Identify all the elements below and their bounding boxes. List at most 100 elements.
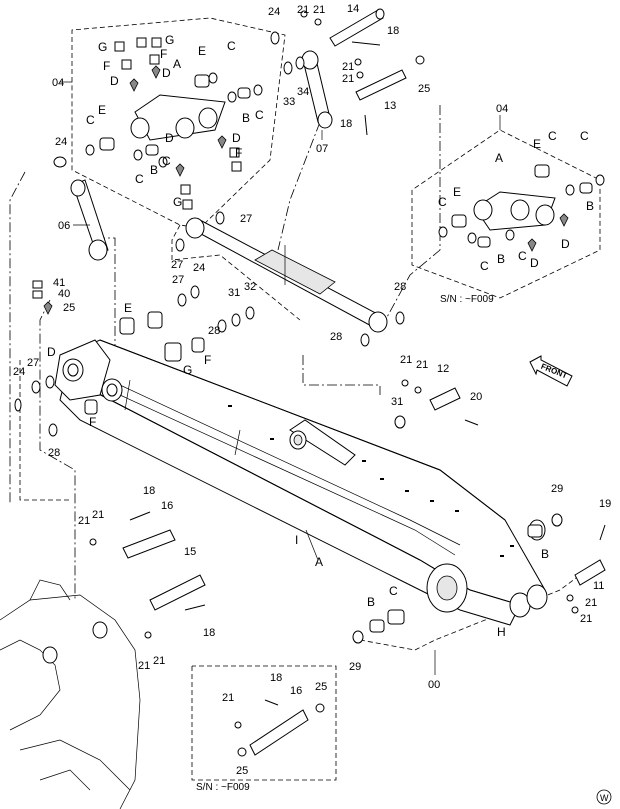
pin-12 — [429, 387, 461, 411]
label-C-1: C — [227, 39, 236, 53]
label-21-c: 21 — [342, 61, 354, 73]
bucket-outline — [0, 594, 141, 809]
seal-C-5 — [227, 91, 237, 103]
bracket-right-boss-1 — [473, 199, 493, 221]
label-14: 14 — [347, 3, 359, 15]
label-13: 13 — [384, 100, 396, 112]
label-D-2: D — [162, 66, 171, 80]
bushing-E-left — [99, 137, 115, 151]
pin-15 — [149, 574, 206, 611]
label-C-6: C — [548, 129, 557, 143]
label-B-head: B — [541, 547, 549, 561]
pin-16-bottom — [249, 709, 309, 756]
bracket-bore-inner — [293, 434, 303, 446]
grease-25-left — [43, 301, 53, 315]
label-H: H — [497, 625, 506, 639]
shim-31-right — [394, 415, 406, 429]
label-25-bottom-b: 25 — [236, 765, 248, 777]
label-33: 33 — [283, 96, 295, 108]
label-04-upper: 04 — [52, 77, 64, 89]
boom-top-edge — [99, 339, 506, 521]
link-06-eye-bottom — [88, 239, 108, 261]
nut-21-k — [234, 721, 242, 729]
fitting-G-4 — [182, 199, 193, 210]
label-C-4: C — [255, 108, 264, 122]
bushing-right-E-2 — [451, 214, 467, 228]
cylinder-head-eye — [185, 217, 205, 239]
bushing-right-B-2 — [579, 182, 593, 194]
label-21-i: 21 — [78, 515, 90, 527]
cap-41 — [32, 280, 43, 289]
link-06 — [70, 179, 109, 261]
pin-group-bottom-outline — [191, 665, 337, 781]
seal-right-C-1 — [438, 226, 448, 238]
seal-right-C-4 — [565, 184, 575, 196]
label-18-left: 18 — [143, 485, 155, 497]
label-21-l: 21 — [153, 655, 165, 667]
bushing-B-head — [527, 524, 543, 538]
nut-21-g — [566, 594, 574, 602]
fitting-40 — [32, 290, 43, 299]
bucket-pin-hole-2 — [92, 621, 108, 639]
label-21-f: 21 — [416, 359, 428, 371]
label-C-3: C — [135, 172, 144, 186]
group-00-outline — [19, 360, 70, 501]
fitting-G-2 — [136, 37, 147, 48]
boom-foot-bore-3 — [526, 584, 548, 610]
watermark-circle-icon — [596, 789, 612, 805]
group-04-upper-outline — [71, 17, 286, 229]
boom-head-bore-inner — [67, 363, 79, 377]
bracket-body — [134, 94, 226, 141]
pin-16-left — [122, 529, 176, 559]
shim-31-mid — [231, 313, 241, 327]
seal-right-C-3 — [505, 229, 515, 241]
front-arrow-icon — [529, 355, 573, 387]
shim-27-boom-head — [31, 380, 41, 394]
label-12: 12 — [437, 363, 449, 375]
bushing-B-foot — [369, 619, 385, 633]
grease-nipple-D-2 — [151, 65, 161, 79]
label-28-boom: 28 — [48, 447, 60, 459]
label-11: 11 — [593, 580, 604, 592]
grease-nipple-D-4 — [175, 163, 185, 177]
label-06: 06 — [58, 220, 70, 232]
boom-structure — [54, 339, 548, 626]
bracket-right-boss-2 — [510, 199, 530, 221]
shim-29-right — [551, 513, 563, 527]
leader-boom-top-chain — [39, 299, 76, 600]
label-27-boom: 27 — [27, 357, 39, 369]
group-00-outline-4 — [359, 639, 416, 651]
bushing-G-mid — [164, 342, 182, 362]
bracket-assembly-upper — [53, 31, 280, 210]
nut-21-i — [89, 538, 97, 546]
grease-right-D-1 — [527, 238, 537, 252]
leader-07-chain — [277, 121, 321, 251]
label-27-left: 27 — [171, 259, 183, 271]
boom-top-face — [64, 339, 546, 606]
label-21-m: 21 — [222, 692, 234, 704]
shim-28-lower — [360, 333, 370, 347]
label-07: 07 — [316, 143, 328, 155]
seal-C-4 — [253, 84, 263, 96]
bolt-18-bottom — [264, 699, 279, 706]
weld-mark — [430, 500, 434, 502]
shim-27-left — [175, 238, 185, 252]
grease-25-bottom-a — [315, 703, 325, 713]
pin-13 — [355, 69, 407, 101]
label-31-right: 31 — [391, 396, 403, 408]
bushing-right-B-1 — [477, 236, 491, 248]
label-21-g: 21 — [585, 597, 597, 609]
nut-21-j — [144, 631, 152, 639]
label-B-right-1: B — [497, 252, 505, 266]
weld-mark — [405, 490, 409, 492]
label-04-right: 04 — [496, 103, 508, 115]
label-C-foot: C — [389, 584, 398, 598]
label-C-8: C — [480, 259, 489, 273]
label-29-left: 29 — [349, 661, 361, 673]
label-25-top: 25 — [418, 83, 430, 95]
label-28-right: 28 — [394, 281, 406, 293]
label-D-4: D — [165, 131, 174, 145]
boom-inner-plate-2 — [119, 394, 456, 556]
label-27-mid: 27 — [172, 274, 184, 286]
